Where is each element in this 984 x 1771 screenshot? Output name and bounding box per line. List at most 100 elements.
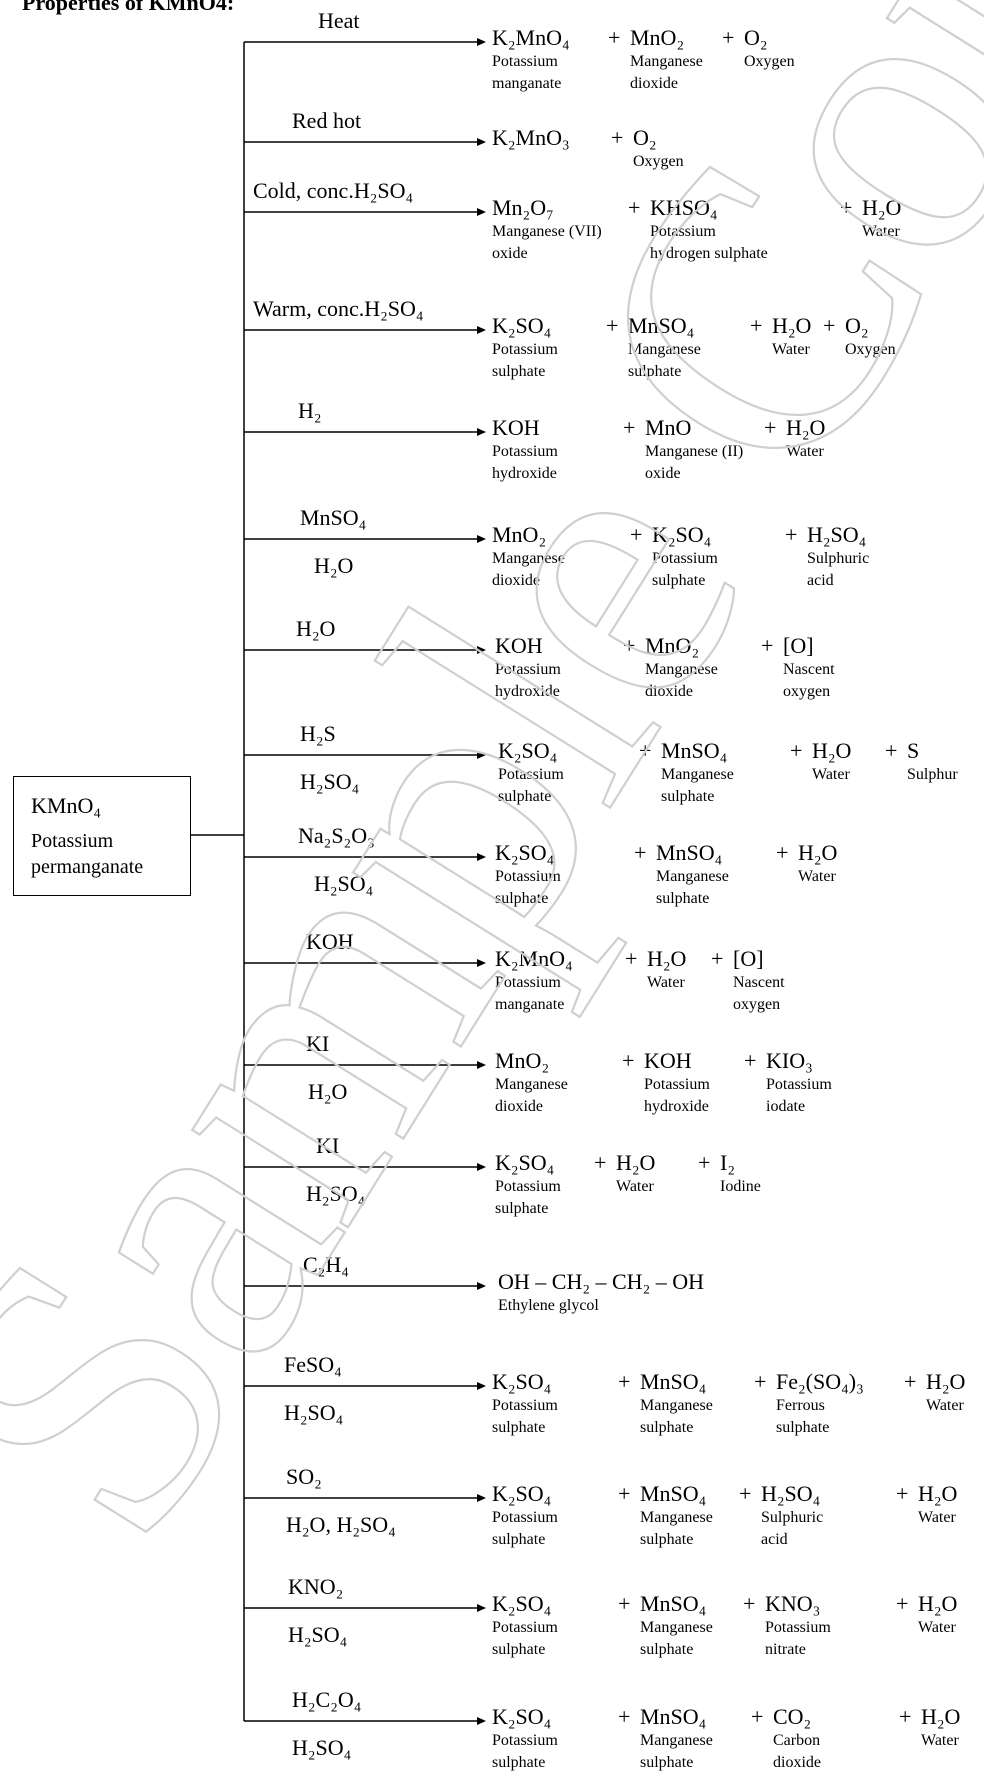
product-name: oxide: [645, 465, 681, 482]
branch-condition: FeSO₄: [284, 1352, 342, 1377]
product-name: sulphate: [661, 788, 715, 805]
product-formula: O₂: [744, 25, 768, 50]
branch-condition: H₂: [298, 398, 322, 423]
product-name: dioxide: [495, 1098, 543, 1115]
product-name: Water: [918, 1619, 956, 1636]
plus-sign: +: [776, 840, 789, 865]
product-formula: K₂MnO₄: [492, 25, 570, 50]
arrowhead-15: [477, 1604, 486, 1612]
plus-sign: +: [618, 1704, 631, 1729]
product-formula: H₂O: [918, 1591, 958, 1616]
product-name: sulphate: [495, 1200, 549, 1217]
product-name: nitrate: [765, 1641, 806, 1658]
product-name: iodate: [766, 1098, 806, 1115]
product-name: Potassium: [644, 1076, 710, 1093]
arrowhead-9: [477, 959, 486, 967]
product-name: Manganese: [640, 1509, 713, 1526]
reactant-box: KMnO₄ Potassium permanganate: [13, 776, 191, 896]
product-formula: KOH: [495, 633, 543, 658]
product-name: manganate: [495, 996, 565, 1013]
product-formula: KOH: [492, 415, 540, 440]
product-formula: H₂O: [786, 415, 826, 440]
product-formula: K₂SO₄: [492, 313, 552, 338]
product-name: Manganese: [661, 766, 734, 783]
product-formula: KIO₃: [766, 1048, 813, 1073]
product-name: hydroxide: [644, 1098, 709, 1115]
product-name: Water: [918, 1509, 956, 1526]
product-name: Water: [786, 443, 824, 460]
plus-sign: +: [594, 1150, 607, 1175]
plus-sign: +: [622, 1048, 635, 1073]
product-formula: K₂SO₄: [492, 1481, 552, 1506]
product-name: Potassium: [492, 341, 558, 358]
product-name: Potassium: [495, 661, 561, 678]
product-name: Manganese: [640, 1397, 713, 1414]
reactant-formula: KMnO₄: [31, 793, 102, 818]
branch-condition: H₂O: [296, 616, 336, 641]
product-formula: K₂SO₄: [495, 840, 555, 865]
product-name: acid: [761, 1531, 788, 1548]
product-name: Nascent: [733, 974, 785, 991]
product-name: Potassium: [492, 1509, 558, 1526]
product-formula: MnSO₄: [656, 840, 723, 865]
product-name: oxygen: [783, 683, 831, 700]
plus-sign: +: [639, 738, 652, 763]
product-formula: Mn₂O₇: [492, 195, 554, 220]
product-formula: K₂SO₄: [492, 1369, 552, 1394]
branch-condition: H₂SO₄: [300, 769, 360, 794]
product-name: Water: [772, 341, 810, 358]
product-formula: H₂O: [862, 195, 902, 220]
product-formula: H₂SO₄: [807, 522, 867, 547]
product-name: Sulphuric: [761, 1509, 824, 1526]
product-name: hydrogen sulphate: [650, 245, 768, 262]
branch-condition: Heat: [318, 8, 360, 33]
branch-condition: H₂SO₄: [292, 1735, 352, 1760]
arrowhead-0: [477, 38, 486, 46]
arrowhead-12: [477, 1282, 486, 1290]
branch-condition: Cold, conc.H₂SO₄: [253, 178, 414, 203]
arrowhead-16: [477, 1717, 486, 1725]
product-name: Potassium: [765, 1619, 831, 1636]
product-formula: Fe₂(SO₄)₃: [776, 1369, 864, 1394]
product-formula: H₂O: [647, 946, 687, 971]
branch-condition: SO₂: [286, 1464, 322, 1489]
product-name: oxide: [492, 245, 528, 262]
plus-sign: +: [896, 1591, 909, 1616]
page-heading: Properties of KMnO4:: [22, 0, 235, 15]
product-name: Potassium: [492, 1619, 558, 1636]
arrowhead-13: [477, 1382, 486, 1390]
branch-condition: H₂C₂O₄: [292, 1687, 362, 1712]
product-formula: K₂MnO₄: [495, 946, 573, 971]
product-name: sulphate: [492, 1419, 546, 1436]
product-name: manganate: [492, 75, 562, 92]
plus-sign: +: [634, 840, 647, 865]
product-name: acid: [807, 572, 834, 589]
product-name: Water: [926, 1397, 964, 1414]
branch-condition: Warm, conc.H₂SO₄: [253, 296, 424, 321]
product-name: Potassium: [492, 53, 558, 70]
arrowhead-8: [477, 853, 486, 861]
product-formula: MnSO₄: [640, 1704, 707, 1729]
product-name: Potassium: [495, 1178, 561, 1195]
product-name: Manganese: [495, 1076, 568, 1093]
arrowhead-7: [477, 751, 486, 759]
product-formula: K₂SO₄: [498, 738, 558, 763]
product-name: Water: [798, 868, 836, 885]
product-name: Potassium: [766, 1076, 832, 1093]
product-formula: MnO₂: [630, 25, 685, 50]
product-formula: H₂SO₄: [761, 1481, 821, 1506]
product-name: Nascent: [783, 661, 835, 678]
plus-sign: +: [750, 313, 763, 338]
arrowhead-4: [477, 428, 486, 436]
product-formula: S: [907, 738, 920, 763]
product-formula: MnO₂: [492, 522, 547, 547]
product-name: sulphate: [492, 1641, 546, 1658]
product-name: Water: [812, 766, 850, 783]
product-formula: I₂: [720, 1150, 735, 1175]
product-name: Manganese: [492, 550, 565, 567]
product-formula: KOH: [644, 1048, 692, 1073]
reactant-name-line2: permanganate: [31, 856, 144, 878]
product-name: dioxide: [492, 572, 540, 589]
arrowhead-6: [477, 646, 486, 654]
